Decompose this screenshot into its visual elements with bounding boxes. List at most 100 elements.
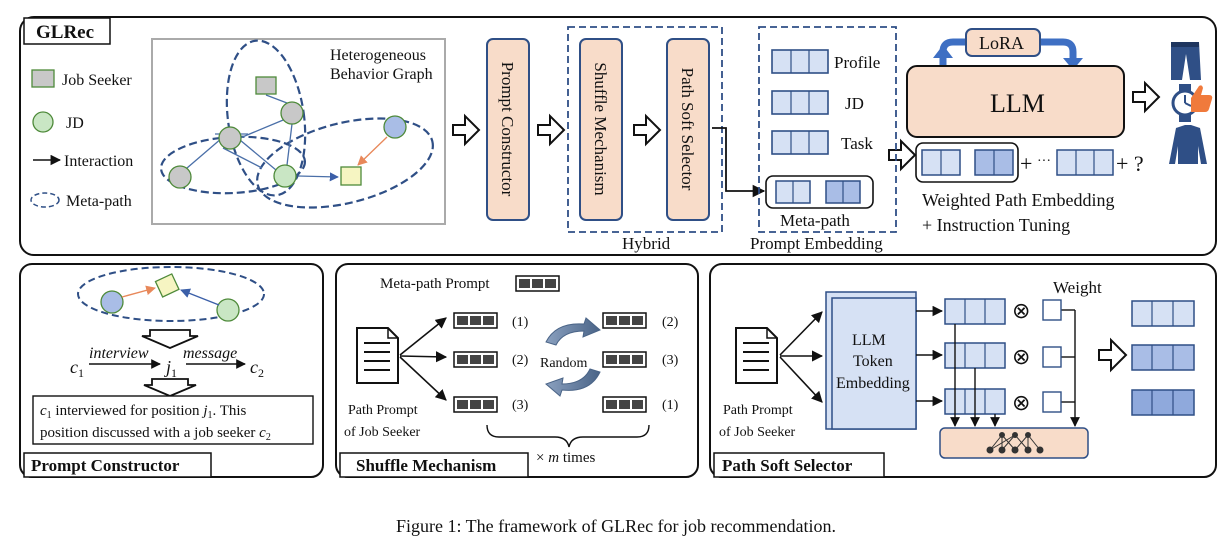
sm-path-prompt-line2: of Job Seeker [344,425,421,440]
sm-document-icon [356,327,399,384]
pc-job-seeker-node [216,298,240,322]
pc-c1: c1 [70,357,84,380]
shuffle-mechanism-panel: Meta-path Prompt Path Prompt of Job Seek… [335,263,699,478]
pc-down-arrow-icon [143,378,197,397]
sm-prompt-block [602,351,647,368]
pss-output-arrow-icon [1098,337,1128,373]
legend-interaction-label: Interaction [64,153,133,170]
pss-token-embedding-box [831,297,917,430]
pss-aggregator-box [939,427,1089,459]
pss-path-embedding [944,342,1006,369]
ellipsis-dots: ··· [1037,154,1051,169]
pc-j1: j1 [164,357,177,380]
pc-meta-path-ellipse [77,266,265,322]
pss-weight-box [1042,346,1062,368]
figure-caption: Figure 1: The framework of GLRec for job… [395,516,837,536]
pc-interview-label: interview [89,345,149,362]
graph-edge [239,139,277,171]
plus-question: + ? [1116,151,1144,176]
llm-box [906,65,1125,138]
meta-path-embedding-b [825,180,861,204]
graph-edge-arrow [297,172,339,182]
jd-node [273,164,297,188]
lora-box [965,28,1041,57]
sm-brace [486,424,650,448]
shirt-icon [1169,125,1207,164]
sm-prompt-block [453,351,498,368]
pss-llm-token-line3: Embedding [836,375,910,392]
lora-right-arrow [1040,38,1077,58]
graph-edge [286,123,293,166]
pss-weight-label: Weight [1053,278,1102,297]
flow-arrow-icon [537,113,566,147]
sm-right-label: (1) [662,398,679,413]
pss-weight-box [1042,299,1062,321]
legend-meta-path-label: Meta-path [66,193,132,210]
path-soft-selector-label: Path Soft Selector [678,68,697,191]
legend-job-seeker-label: Job Seeker [62,72,132,89]
sm-title: Shuffle Mechanism [356,456,496,475]
sm-fan-arrow [399,356,447,401]
hybrid-dashed-box [567,26,723,233]
profile-embedding [771,49,829,74]
thumbs-up-icon [1191,85,1213,112]
weighted-path-line2: + Instruction Tuning [922,215,1070,235]
weighted-embedding-c [1056,149,1114,176]
jd-embedding [771,90,829,115]
meta-path-ellipse [256,117,434,209]
sm-random-arrow-icon [545,317,601,346]
jd-node [383,115,407,139]
job-seeker-node [218,126,242,150]
meta-path-embedding-a [775,180,811,204]
pc-text-line2: position discussed with a job seeker c2 [40,425,271,443]
graph-edge-arrow [357,136,388,166]
task-embedding [771,130,829,155]
sm-random-label: Random [540,356,588,371]
pc-edge-arrow [121,285,156,298]
pss-otimes-icon: ⊗ [1012,390,1030,415]
profile-label: Profile [834,53,880,72]
job-seeker-node [255,76,277,95]
sm-path-prompt-line1: Path Prompt [348,403,418,418]
legend-jd-label: JD [66,115,84,132]
pss-fan-arrow [779,311,823,356]
flow-arrow-icon [633,113,662,147]
meta-path-embed-label: Meta-path [780,211,850,230]
legend-meta-path-icon [30,192,60,208]
sm-prompt-block [453,396,498,413]
graph-edge [239,117,289,139]
sm-left-label: (3) [512,398,529,413]
pss-weight-box [1042,391,1062,413]
prompt-constructor-panel: interview message c1 j1 c2 c1 interviewe… [19,263,324,478]
sm-prompt-block [602,396,647,413]
legend-job-seeker-icon [31,69,55,88]
prompt-embedding-dashed-box [758,26,897,233]
pants-icon [1171,42,1201,80]
weighted-embedding-b [974,149,1014,176]
pss-llm-token-line2: Token [853,353,893,370]
path-soft-selector-panel: Path Prompt of Job Seeker LLM Token Embe… [709,263,1217,478]
graph-edge [186,137,223,169]
pc-title-box [23,452,212,478]
pc-edge-arrow [180,288,220,306]
path-soft-selector-box [666,38,710,221]
jd-embed-label: JD [845,94,864,113]
sm-fan-arrow [399,351,448,363]
pc-message-label: message [183,345,237,362]
shuffle-mechanism-label: Shuffle Mechanism [591,62,610,195]
prompt-constructor-label: Prompt Constructor [498,62,517,197]
pc-job-seeker-node [100,290,124,314]
sm-prompt-block [453,312,498,329]
pc-jd-node [154,273,180,298]
lora-label: LoRA [979,33,1024,53]
pss-otimes-icon: ⊗ [1012,298,1030,323]
sm-fan-arrow [399,317,447,356]
pss-network-icon [986,432,1044,454]
pss-path-embedding [944,298,1006,325]
sm-title-box [339,452,529,478]
lora-left-arrowhead-icon [933,45,953,58]
jd-node [340,166,362,186]
sm-meta-path-prompt-icon [515,275,560,292]
pc-down-arrow-icon [141,329,199,349]
